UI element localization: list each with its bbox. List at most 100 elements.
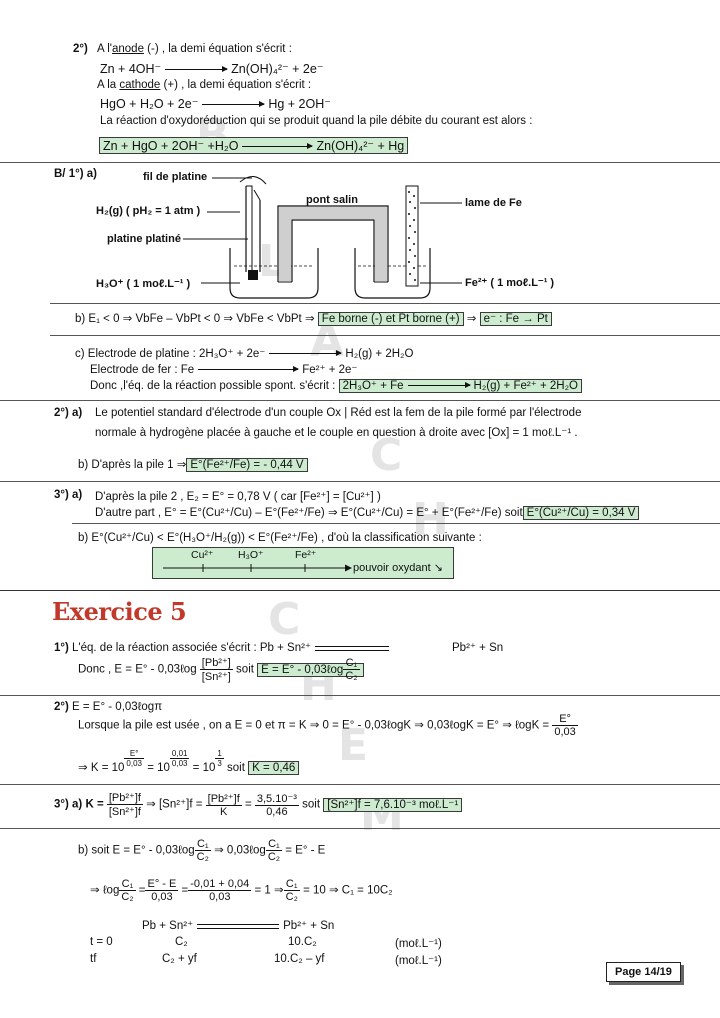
sn-box: [Sn²⁺]f = 7,6.10⁻³ moℓ.L⁻¹ [323,797,463,812]
b-line: b) E₁ < 0 ⇒ VbFe – VbPt < 0 ⇒ VbFe < VbP… [75,311,552,326]
ex5-q2: 2°) E = E° - 0,03ℓogπ [54,701,162,713]
c-box-right: H₂(g) + Fe²⁺ + 2H₂O [473,380,578,392]
question-label: 3°) a) [54,489,83,501]
b-implies: ⇒ [466,313,477,325]
redox-sentence: La réaction d'oxydoréduction qui se prod… [100,115,533,127]
table-equation: Pb + Sn²⁺Pb²⁺ + Sn [142,918,334,932]
label-h2: H₂(g) ( pH₂ = 1 atm ) [96,205,201,217]
scale-text: pouvoir oxydant ↘ [353,562,443,574]
q2b-b-text: b) D'après la pile 1 ⇒ [78,459,187,471]
q3-mid: ⇒ [Sn²⁺]f = [146,798,203,811]
tbl-eq-right: Pb²⁺ + Sn [283,920,335,932]
c2-right: Fe²⁺ + 2e⁻ [302,364,358,376]
equilibrium-arrow-icon [315,644,390,652]
fraction: E°0,03 [552,713,578,738]
watermark-letter: H [412,494,449,545]
q1-right: Pb²⁺ + Sn [452,642,504,654]
k-box: K = 0,46 [248,760,300,775]
divider [0,590,720,591]
label-platine-platine: platine platiné [107,233,181,245]
r-pre: ⇒ ℓog [90,884,120,897]
right-arrow-icon [165,66,229,73]
q2-text: E = E° - 0,03ℓogπ [72,701,163,713]
anode-eq-right: Zn(OH)₄²⁻ + 2e⁻ [231,62,324,76]
watermark-letter: E [338,720,369,771]
divider [0,400,720,401]
cathode-eq-left: HgO + H₂O + 2e⁻ [100,97,199,111]
scale-label-cu: Cu²⁺ [191,549,214,561]
label-fe2: Fe²⁺ ( 1 moℓ.L⁻¹ ) [465,277,555,289]
q3-line-2: D'autre part , E° = E°(Cu²⁺/Cu) – E°(Fe²… [95,505,640,520]
pile-diagram [183,176,462,299]
b-mid: ⇒ 0,03ℓog [214,844,266,857]
section-label: B/ 1°) a) [54,168,97,180]
right-arrow-icon [242,143,314,150]
scale-label-fe: Fe²⁺ [295,549,317,561]
divider [0,695,720,696]
b-pre: b) soit E = E° - 0,03ℓog [78,844,195,857]
c1-right: H₂(g) + 2H₂O [345,348,414,360]
fraction: [Pb²⁺][Sn²⁺] [199,657,233,683]
cathode-equation: HgO + H₂O + 2e⁻ Hg + 2OH⁻ [100,96,331,111]
q3-soit: soit [302,798,321,811]
question-label: 2°) a) [54,407,83,419]
divider [50,335,720,336]
k-pre: ⇒ K = 10 [78,761,125,774]
oxidizing-scale [163,564,352,572]
table-cell: (moℓ.L⁻¹) [395,938,442,950]
q2b-b-line: b) D'après la pile 1 ⇒E°(Fe²⁺/Fe) = - 0,… [78,457,308,472]
question-label: 1°) [54,642,69,654]
table-cell: C₂ + yf [162,953,197,965]
k-soit: soit [227,761,245,774]
k-mid: = 10 [147,761,170,774]
r-eq: = [138,884,146,897]
divider [0,784,720,785]
divider [0,162,720,163]
donc-text: Donc , E = E° - 0,03ℓog [78,663,197,676]
question-label: 3°) a) K = [54,798,104,811]
b-box-bornes: Fe borne (-) et Pt borne (+) [317,312,464,326]
divider [50,303,720,304]
c-line-1: c) Electrode de platine : 2H₃O⁺ + 2e⁻H₂(… [75,346,413,360]
table-row: tf [90,953,97,965]
classification-box: Cu²⁺ H₃O⁺ Fe²⁺ pouvoir oxydant ↘ [152,547,454,579]
b-text: b) E₁ < 0 ⇒ VbFe – VbPt < 0 ⇒ VbFe < VbP… [75,313,315,325]
used-text: Lorsque la pile est usée , on a E = 0 et… [78,719,550,732]
label-pont-salin: pont salin [306,194,358,206]
anode-word: anode [111,43,144,55]
ex5-nernst: Donc , E = E° - 0,03ℓog [Pb²⁺][Sn²⁺] soi… [78,656,364,683]
cathode-sentence: A la cathode (+) , la demi équation s'éc… [97,79,311,91]
cathode-pre: A la [97,79,120,91]
label-h3o: H₃O⁺ ( 1 moℓ.L⁻¹ ) [96,278,191,290]
watermark-letter: C [268,594,301,645]
table-cell: C₂ [175,936,188,948]
exponent-fraction: E°0,03 [124,749,144,768]
r-eq: = [181,884,189,897]
c-line-3: Donc ,l'éq. de la réaction possible spon… [90,378,582,393]
q1-text: L'éq. de la réaction associée s'écrit : … [72,642,312,654]
anode-eq-left: Zn + 4OH⁻ [100,62,162,76]
redox-left: Zn + HgO + 2OH⁻ +H₂O [103,139,239,153]
b-box-electrons: e⁻ : Fe → Pt [479,312,552,326]
cathode-post: (+) , la demi équation s'écrit : [160,79,312,91]
cathode-eq-right: Hg + 2OH⁻ [268,97,331,111]
r-final: = 10 ⇒ C₁ = 10C₂ [303,884,393,897]
definition-line-1: Le potentiel standard d'électrode d'un c… [95,407,582,419]
divider [72,523,720,524]
e-fe-box: E°(Fe²⁺/Fe) = - 0,44 V [186,458,308,472]
label-lame-de-fe: lame de Fe [465,197,522,209]
divider [0,828,720,829]
equilibrium-arrow-icon [197,922,280,930]
anode-post: (-) , la demi équation s'écrit : [143,43,292,55]
q3-line-2-text: D'autre part , E° = E°(Cu²⁺/Cu) – E°(Fe²… [95,507,523,519]
fraction: [Pb²⁺]f[Sn²⁺]f [106,792,143,818]
